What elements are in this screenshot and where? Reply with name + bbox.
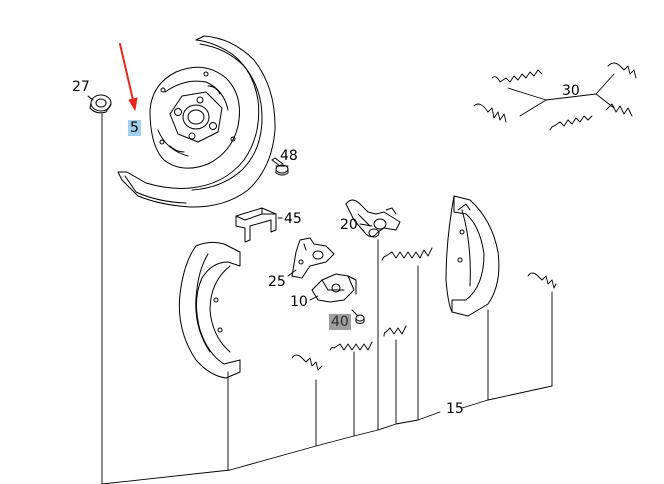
- part-48-bolt[interactable]: [271, 157, 289, 176]
- part-10-bracket[interactable]: [311, 273, 357, 303]
- part-30-springs[interactable]: [473, 62, 637, 131]
- callout-30[interactable]: 30: [562, 83, 580, 99]
- part-20-adjuster[interactable]: [345, 199, 401, 238]
- spring-lower-middle[interactable]: [329, 341, 373, 351]
- part-27-bushing[interactable]: [87, 94, 112, 114]
- spring-right-small[interactable]: [527, 272, 557, 289]
- callout-25[interactable]: 25: [268, 274, 286, 290]
- callout-40[interactable]: 40: [329, 314, 351, 330]
- spring-lower-right[interactable]: [383, 325, 407, 337]
- part-45-clip[interactable]: [235, 207, 277, 243]
- brake-shoe-left[interactable]: [178, 241, 241, 379]
- callout-48[interactable]: 48: [280, 148, 298, 164]
- part-5-backing-plate[interactable]: [117, 35, 276, 208]
- callout-20[interactable]: 20: [340, 217, 358, 233]
- brake-shoe-right[interactable]: [445, 195, 500, 317]
- callout-10[interactable]: 10: [290, 294, 308, 310]
- red-arrow-icon: [119, 43, 138, 111]
- leader-lines: [101, 113, 553, 484]
- callout-45[interactable]: 45: [284, 211, 302, 227]
- callout-15[interactable]: 15: [446, 401, 464, 417]
- part-40-screw[interactable]: [351, 309, 365, 324]
- spring-upper-middle[interactable]: [381, 247, 433, 261]
- callout-27[interactable]: 27: [72, 79, 90, 95]
- part-25-lever[interactable]: [291, 237, 335, 279]
- callout-5-selected[interactable]: 5: [128, 120, 141, 136]
- spring-lower-left[interactable]: [291, 354, 323, 371]
